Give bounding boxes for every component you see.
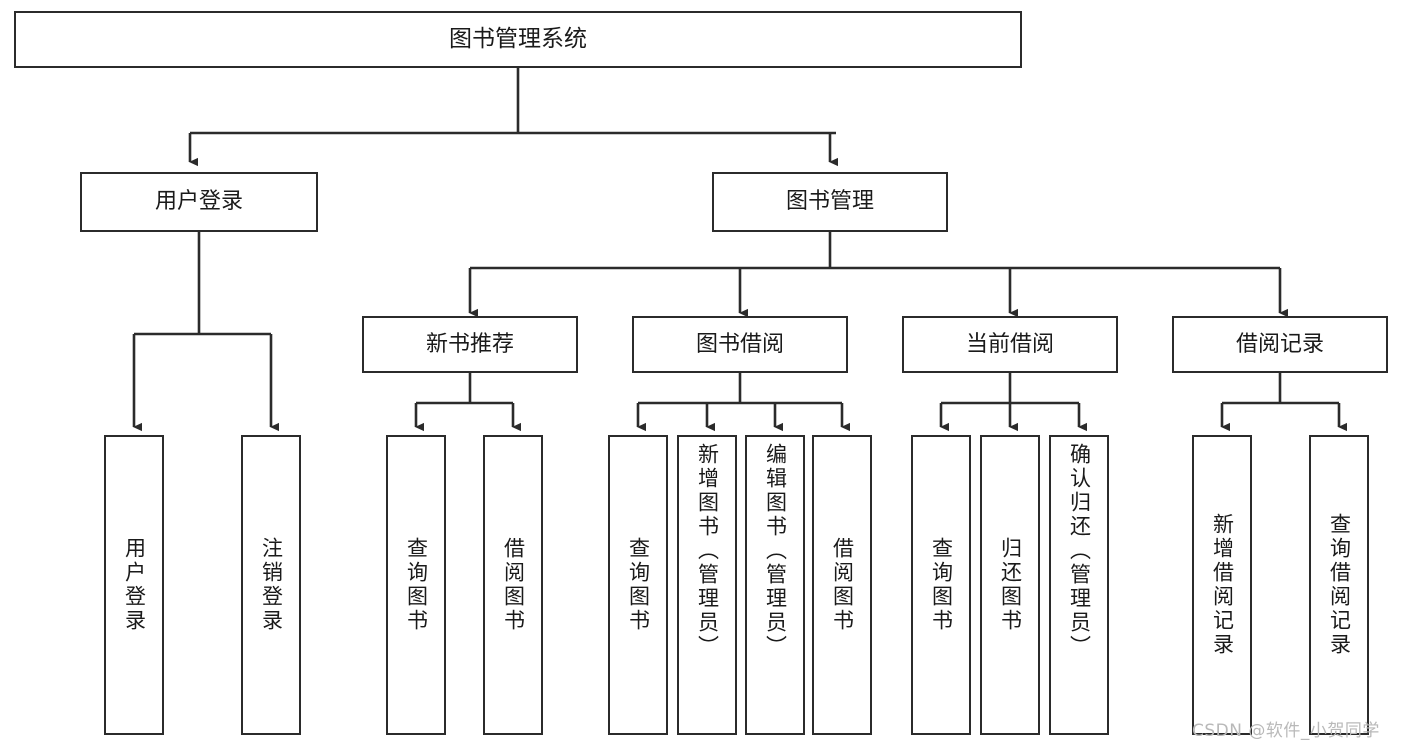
leaf-query-borrow-record[interactable]: 查询借阅记录 bbox=[1309, 435, 1369, 735]
node-label: 当前借阅 bbox=[965, 331, 1054, 357]
node-book-borrow[interactable]: 图书借阅 bbox=[632, 316, 848, 373]
leaf-edit-book-admin[interactable]: 编辑图书（管理员） bbox=[745, 435, 805, 735]
node-label: 确认归还（管理员） bbox=[1067, 443, 1092, 659]
leaf-return-book[interactable]: 归还图书 bbox=[980, 435, 1040, 735]
node-label: 查询图书 bbox=[626, 537, 651, 633]
node-label: 图书管理 bbox=[785, 189, 874, 215]
leaf-add-book-admin[interactable]: 新增图书（管理员） bbox=[677, 435, 737, 735]
node-label: 用户登录 bbox=[154, 189, 243, 215]
node-label: 编辑图书（管理员） bbox=[763, 443, 788, 659]
node-label: 借阅图书 bbox=[830, 537, 855, 633]
leaf-query-book-current[interactable]: 查询图书 bbox=[911, 435, 971, 735]
node-label: 新增借阅记录 bbox=[1210, 513, 1235, 657]
node-borrow-record[interactable]: 借阅记录 bbox=[1172, 316, 1388, 373]
node-new-book-recommend[interactable]: 新书推荐 bbox=[362, 316, 578, 373]
node-label: 用户登录 bbox=[122, 537, 147, 633]
node-label: 归还图书 bbox=[998, 537, 1023, 633]
node-label: 借阅记录 bbox=[1235, 331, 1324, 357]
node-label: 借阅图书 bbox=[501, 537, 526, 633]
node-label: 图书管理系统 bbox=[449, 25, 587, 52]
node-label: 查询借阅记录 bbox=[1327, 513, 1352, 657]
node-label: 查询图书 bbox=[404, 537, 429, 633]
node-label: 查询图书 bbox=[929, 537, 954, 633]
node-label: 新增图书（管理员） bbox=[695, 443, 720, 659]
leaf-query-book-recommend[interactable]: 查询图书 bbox=[386, 435, 446, 735]
node-current-borrow[interactable]: 当前借阅 bbox=[902, 316, 1118, 373]
leaf-borrow-book[interactable]: 借阅图书 bbox=[812, 435, 872, 735]
leaf-borrow-book-recommend[interactable]: 借阅图书 bbox=[483, 435, 543, 735]
leaf-add-borrow-record[interactable]: 新增借阅记录 bbox=[1192, 435, 1252, 735]
leaf-user-login[interactable]: 用户登录 bbox=[104, 435, 164, 735]
node-user-login[interactable]: 用户登录 bbox=[80, 172, 318, 232]
node-root-book-management-system[interactable]: 图书管理系统 bbox=[14, 11, 1022, 68]
leaf-confirm-return-admin[interactable]: 确认归还（管理员） bbox=[1049, 435, 1109, 735]
node-label: 注销登录 bbox=[259, 537, 284, 633]
node-label: 新书推荐 bbox=[425, 331, 514, 357]
leaf-query-book-borrow[interactable]: 查询图书 bbox=[608, 435, 668, 735]
node-book-management[interactable]: 图书管理 bbox=[712, 172, 948, 232]
leaf-user-logout[interactable]: 注销登录 bbox=[241, 435, 301, 735]
node-label: 图书借阅 bbox=[695, 331, 784, 357]
csdn-watermark: CSDN @软件_小贺同学 bbox=[1192, 721, 1380, 741]
